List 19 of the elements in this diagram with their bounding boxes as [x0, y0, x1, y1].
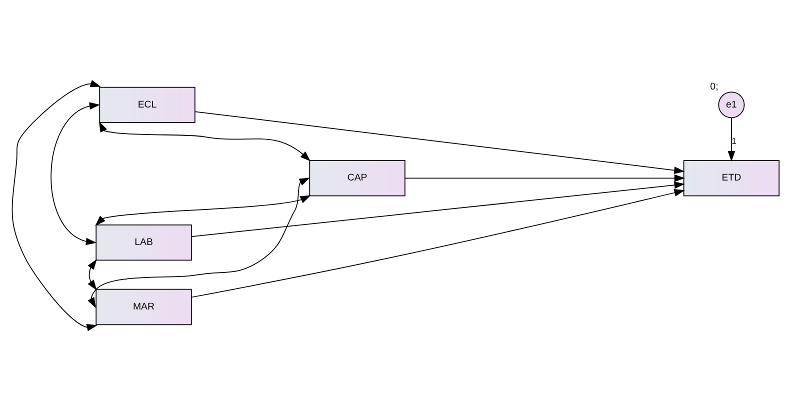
arrow [404, 174, 685, 182]
edge-label: 1 [732, 135, 737, 146]
node-box: CAP [309, 160, 406, 196]
arrow [194, 110, 685, 174]
arrow [191, 180, 685, 236]
node-box: LAB [96, 224, 192, 260]
node-label: 0; [710, 80, 718, 92]
arrow [95, 194, 311, 226]
arrow [88, 258, 97, 290]
node-box: MAR [96, 288, 192, 325]
arrow [728, 116, 736, 162]
arrow [88, 177, 310, 308]
arrow [191, 188, 685, 298]
node-circle: e1 [718, 91, 745, 118]
arrow [99, 120, 311, 161]
node-box: ETD [683, 160, 780, 196]
arrow [50, 102, 100, 245]
arrow [12, 80, 101, 330]
node-box: ECL [99, 86, 196, 122]
